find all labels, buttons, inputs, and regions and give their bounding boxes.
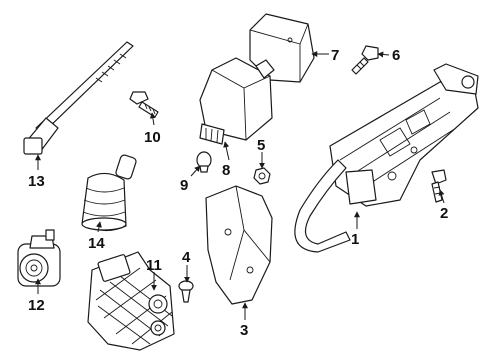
callout-8: 8 xyxy=(222,162,230,179)
callout-7: 7 xyxy=(331,47,339,64)
intermediate-shaft-part xyxy=(23,41,134,155)
screw-part xyxy=(178,280,194,303)
callout-2: 2 xyxy=(440,205,448,222)
callout-13: 13 xyxy=(28,173,45,190)
bolt-part-2 xyxy=(431,169,447,203)
sensor-part xyxy=(17,229,61,287)
leader-9 xyxy=(190,165,201,177)
bolt-part-6 xyxy=(351,45,379,75)
leader-6 xyxy=(377,51,390,58)
callout-1: 1 xyxy=(351,231,359,248)
callout-10: 10 xyxy=(144,129,161,146)
lower-cover-part xyxy=(205,185,273,305)
callout-3: 3 xyxy=(240,322,248,339)
motor-assembly-part xyxy=(199,57,275,145)
bolt-part-10 xyxy=(129,91,159,118)
cap-part xyxy=(196,151,212,173)
nut-part xyxy=(253,167,271,185)
callout-6: 6 xyxy=(392,47,400,64)
callout-12: 12 xyxy=(28,297,45,314)
steering-column-part xyxy=(294,63,479,253)
boot-seal-part xyxy=(81,154,137,232)
shroud-part xyxy=(87,251,175,351)
callout-9: 9 xyxy=(180,177,188,194)
leader-2 xyxy=(438,189,445,204)
callout-11: 11 xyxy=(146,257,162,274)
callout-labels: 1 2 3 4 5 6 7 8 9 10 11 12 13 14 xyxy=(28,47,448,339)
leader-14 xyxy=(96,221,102,233)
callout-5: 5 xyxy=(257,137,265,154)
callout-4: 4 xyxy=(182,249,191,266)
leader-10 xyxy=(149,112,156,126)
callout-14: 14 xyxy=(88,235,105,252)
leader-8 xyxy=(223,141,230,161)
leader-lines xyxy=(35,51,445,320)
